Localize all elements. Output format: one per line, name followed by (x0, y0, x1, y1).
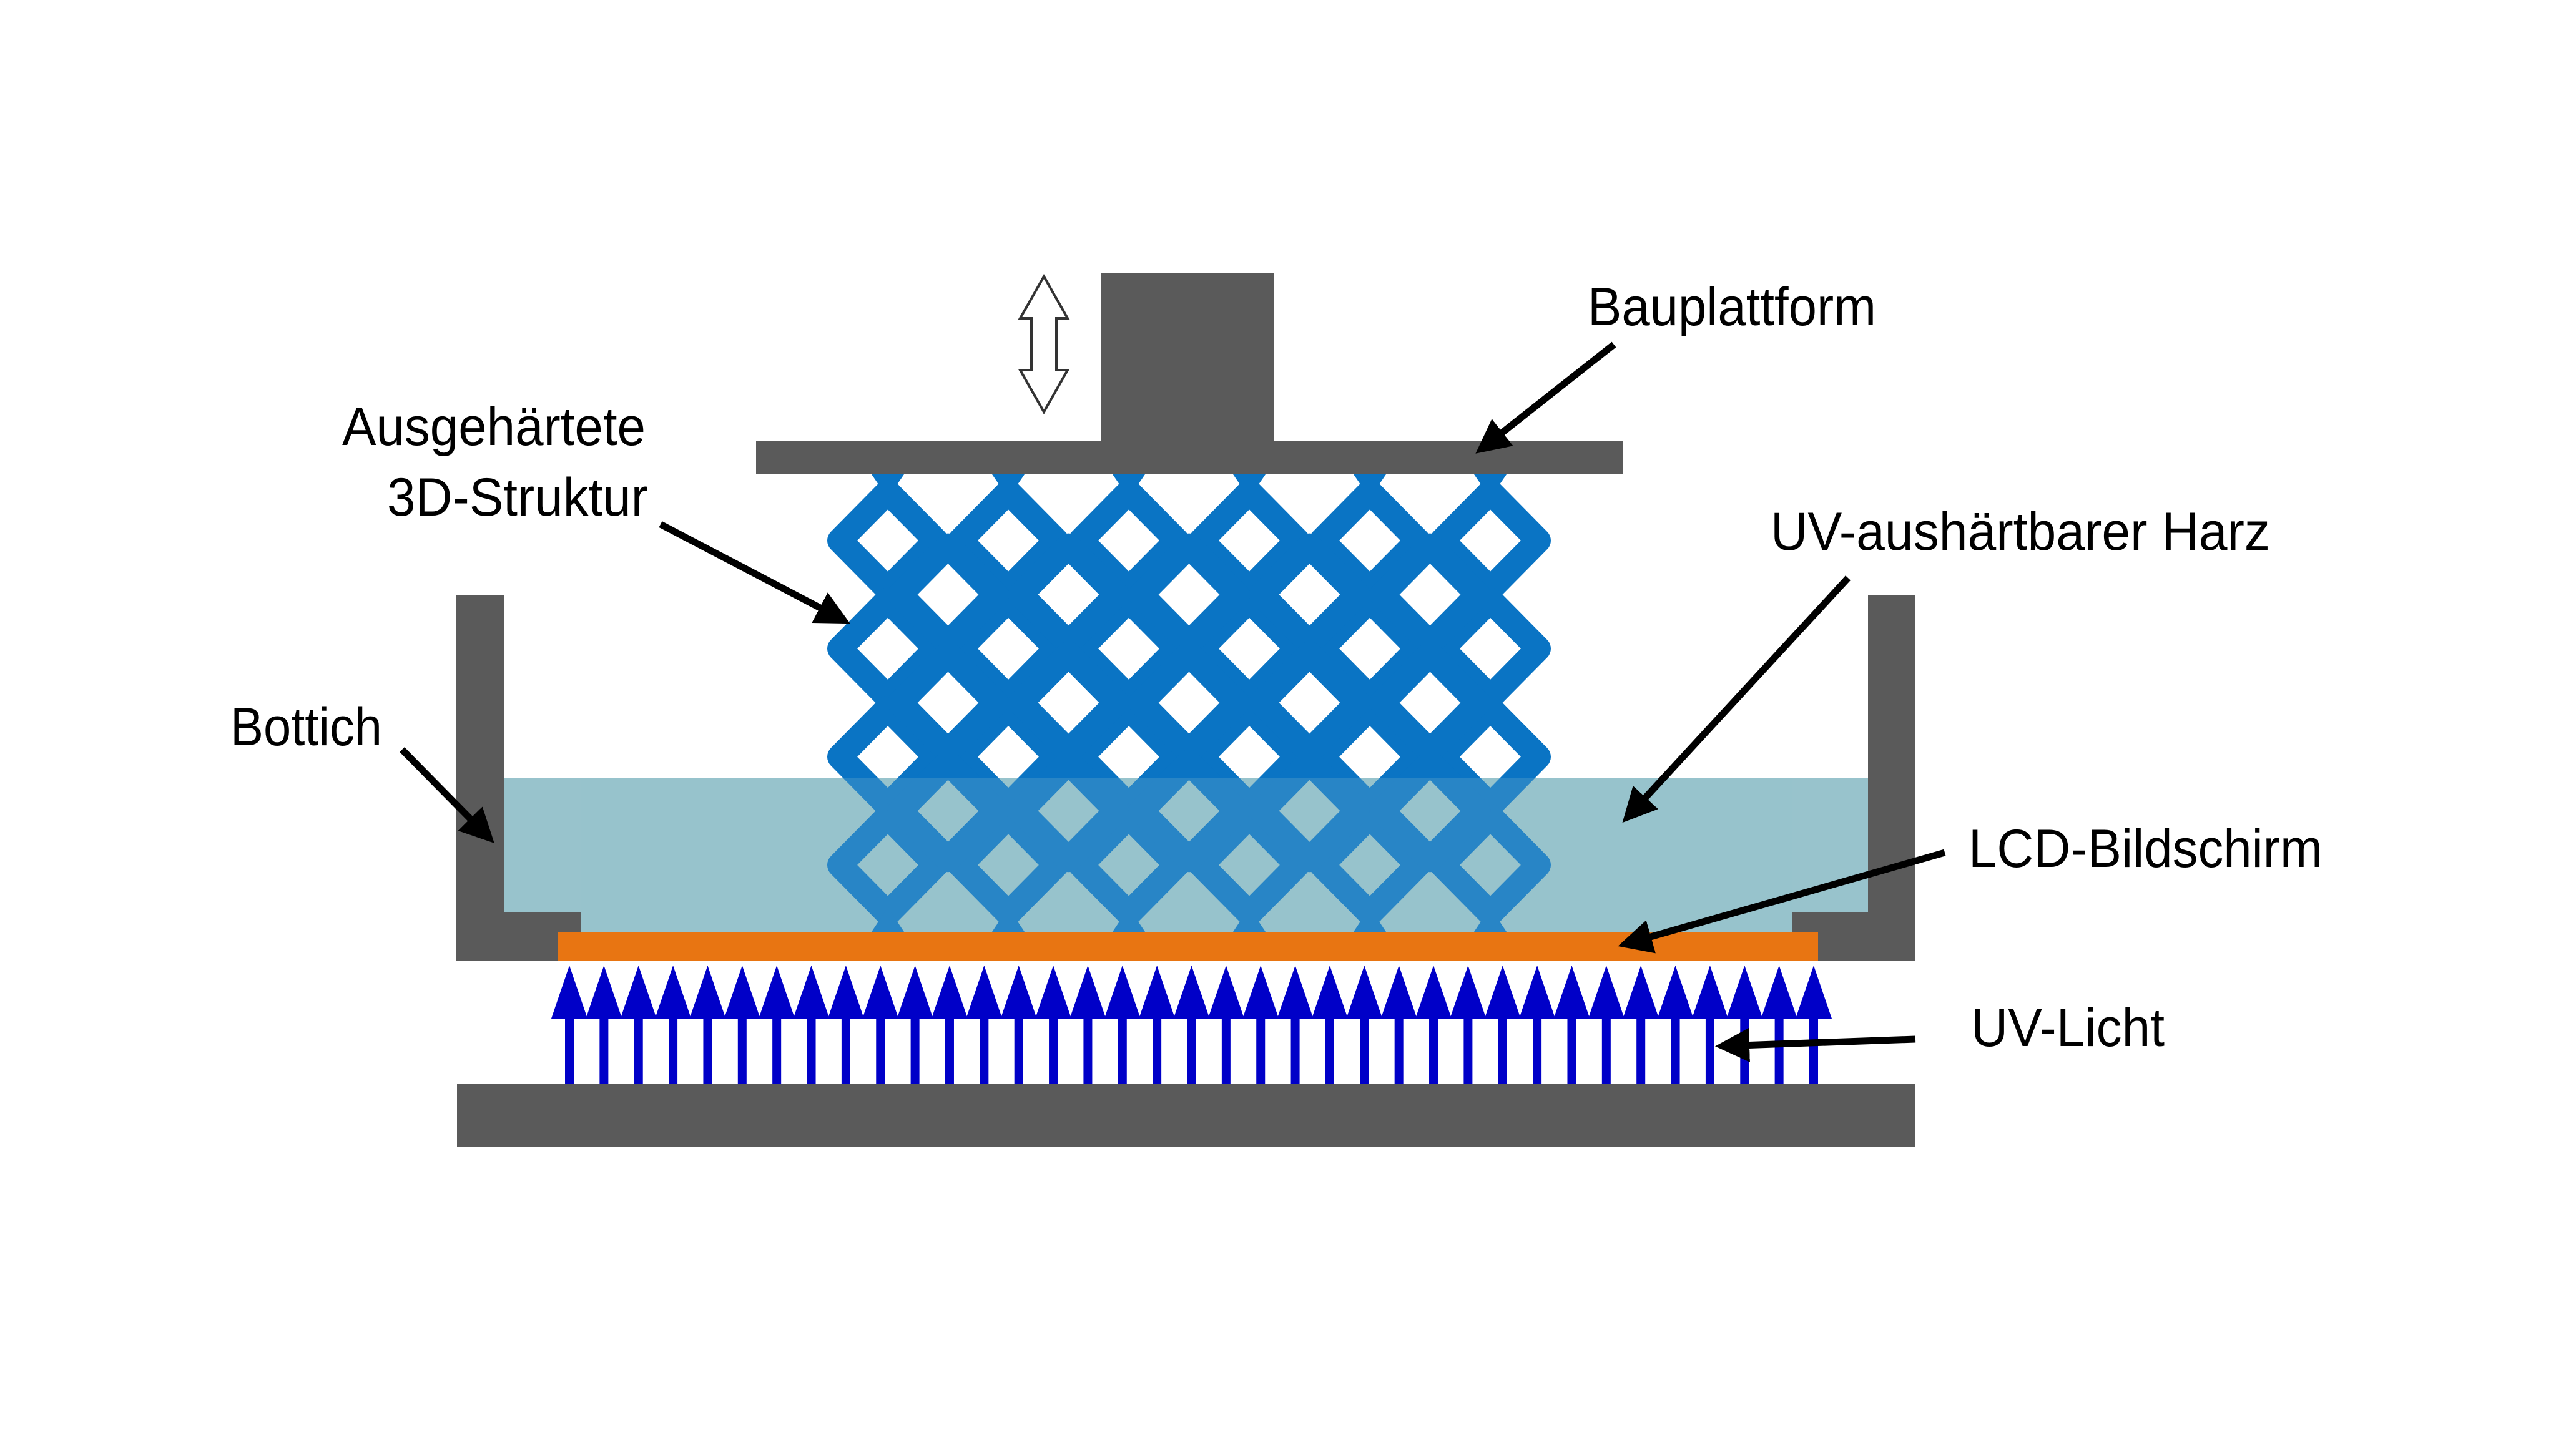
uv-ray-arrow (689, 966, 726, 1084)
lattice-base-tip (1113, 907, 1145, 932)
label-cured-structure-line2: 3D-Struktur (387, 467, 648, 527)
lattice-cell (1008, 750, 1129, 873)
uv-ray-arrow (931, 966, 968, 1084)
lattice-base-tip (1474, 907, 1507, 932)
lattice-anchor (992, 474, 1025, 498)
uv-ray-arrow (897, 966, 933, 1084)
resin-overlay-tint (581, 778, 1792, 932)
label-cured-structure-line1: Ausgehärtete (342, 397, 646, 457)
uv-ray-arrow (1207, 966, 1244, 1084)
callout-lcd (1618, 849, 1946, 954)
uv-ray-arrow (1380, 966, 1417, 1084)
lattice-base-tip (1233, 907, 1266, 932)
uv-ray-arrow (1311, 966, 1348, 1084)
up-down-double-arrow-icon (1018, 273, 1070, 415)
uv-ray-arrow (1484, 966, 1521, 1084)
base-plate (457, 1084, 1915, 1147)
uv-ray-arrow (1104, 966, 1141, 1084)
uv-ray-arrow (1657, 966, 1694, 1084)
uv-ray-arrow (1173, 966, 1210, 1084)
resin-overlay (581, 778, 1792, 932)
build-platform (756, 273, 1623, 474)
uv-ray-arrow (1691, 966, 1728, 1084)
lattice-cell (1128, 750, 1250, 873)
uv-ray-arrow (1242, 966, 1279, 1084)
uv-ray-arrow (827, 966, 864, 1084)
uv-ray-arrow (1277, 966, 1314, 1084)
vat-left-wall (456, 595, 581, 961)
labels: Bauplattform Ausgehärtete 3D-Struktur UV… (230, 277, 2323, 1058)
callout-uv-light (1715, 1027, 1916, 1062)
lattice-anchor (1354, 474, 1386, 498)
uv-ray-arrow (1000, 966, 1037, 1084)
lattice-cell (1249, 750, 1370, 873)
lattice-cell (887, 750, 1009, 873)
lattice-anchor (872, 474, 904, 498)
lattice-anchor (1233, 474, 1266, 498)
callout-resin (1622, 575, 1851, 823)
label-lcd: LCD-Bildschirm (1969, 819, 2323, 879)
callouts (400, 341, 1946, 1062)
lattice-anchor (1474, 474, 1507, 498)
uv-ray-arrow (586, 966, 622, 1084)
uv-ray-arrow (793, 966, 830, 1084)
lattice-base-tip (992, 907, 1025, 932)
uv-ray-arrow (1519, 966, 1556, 1084)
uv-ray-arrow (655, 966, 692, 1084)
label-build-platform: Bauplattform (1588, 277, 1876, 337)
label-resin: UV-aushärtbarer Harz (1771, 502, 2270, 562)
cured-structure (827, 474, 1551, 932)
platform-plate (756, 441, 1623, 474)
uv-ray-arrow (1588, 966, 1625, 1084)
lcd-screen (558, 932, 1818, 961)
platform-column (1101, 273, 1274, 460)
uv-ray-arrow (1450, 966, 1487, 1084)
uv-ray-arrow (1761, 966, 1797, 1084)
lattice-base-tip (872, 907, 904, 932)
uv-ray-arrow (620, 966, 657, 1084)
uv-ray-arrow (1415, 966, 1452, 1084)
uv-light (551, 966, 1832, 1084)
uv-ray-arrow (1139, 966, 1176, 1084)
uv-ray-arrow (551, 966, 587, 1084)
callout-build-platform (1475, 341, 1616, 454)
uv-ray-arrow (966, 966, 1003, 1084)
lattice-base-tip (1354, 907, 1386, 932)
label-vat: Bottich (230, 697, 382, 757)
uv-ray-arrow (759, 966, 795, 1084)
callout-cured-structure (659, 521, 850, 624)
lattice-cell (1369, 750, 1491, 873)
uv-ray-arrow (1346, 966, 1383, 1084)
label-uv-light: UV-Licht (1971, 998, 2165, 1058)
uv-ray-arrow (1726, 966, 1763, 1084)
callout-vat (400, 747, 494, 843)
uv-ray-arrow (1623, 966, 1659, 1084)
uv-ray-arrow (1069, 966, 1106, 1084)
uv-ray-arrow (724, 966, 760, 1084)
uv-ray-arrow (1796, 966, 1832, 1084)
uv-ray-arrow (1553, 966, 1590, 1084)
lattice-anchor (1113, 474, 1145, 498)
uv-ray-arrow (1035, 966, 1072, 1084)
uv-ray-arrow (862, 966, 899, 1084)
